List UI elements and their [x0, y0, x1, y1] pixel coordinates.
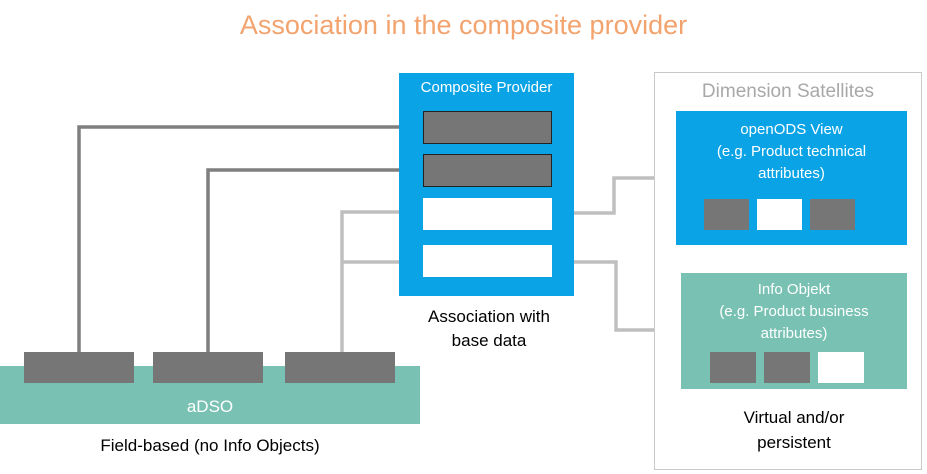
infoobjekt-line3: attributes): [760, 325, 828, 342]
adso-label: aDSO: [186, 397, 234, 416]
arrow-field3-to-cp3: [340, 205, 423, 352]
cp-field-3: [423, 198, 552, 230]
adso-field-1: [24, 352, 134, 383]
cp-caption-line1: Association with: [428, 307, 550, 326]
infoobjekt-field-2: [764, 352, 810, 383]
arrow-field2-to-cp2: [206, 163, 423, 352]
adso-field-2: [153, 352, 263, 383]
dimension-satellites-title: Dimension Satellites: [701, 81, 875, 102]
adso-field-3: [285, 352, 395, 383]
composite-provider-caption: Association with base data: [399, 305, 579, 353]
ds-caption-line1: Virtual and/or: [743, 408, 845, 427]
infoobjekt-field-1: [710, 352, 756, 383]
infoobjekt-line2: (e.g. Product business: [719, 303, 869, 320]
openods-line1: openODS View: [740, 121, 843, 138]
diagram-title: Association in the composite provider: [239, 10, 688, 40]
openods-view-text: openODS View (e.g. Product technical att…: [676, 119, 907, 185]
cp-field-2: [423, 154, 552, 187]
openods-field-1: [704, 199, 749, 230]
cp-field-4: [423, 245, 552, 277]
ds-caption-line2: persistent: [757, 433, 831, 452]
cp-caption-line2: base data: [451, 331, 527, 350]
cp-field-1: [423, 111, 552, 144]
openods-line3: attributes): [758, 165, 825, 182]
openods-field-2: [757, 199, 802, 230]
openods-field-3: [810, 199, 855, 230]
openods-line2: (e.g. Product technical: [716, 143, 867, 160]
composite-provider-title: Composite Provider: [420, 79, 553, 96]
arrow-cp3-to-openods: [552, 171, 676, 215]
dimension-satellites-caption: Virtual and/or persistent: [681, 405, 907, 455]
adso-caption: Field-based (no Info Objects): [100, 436, 320, 455]
arrow-field1-to-cp1: [77, 120, 423, 352]
info-objekt-text: Info Objekt (e.g. Product business attri…: [681, 279, 907, 345]
arrow-cp4-to-infoobjekt: [552, 260, 681, 337]
infoobjekt-field-3: [818, 352, 864, 383]
infoobjekt-line1: Info Objekt: [757, 281, 831, 298]
